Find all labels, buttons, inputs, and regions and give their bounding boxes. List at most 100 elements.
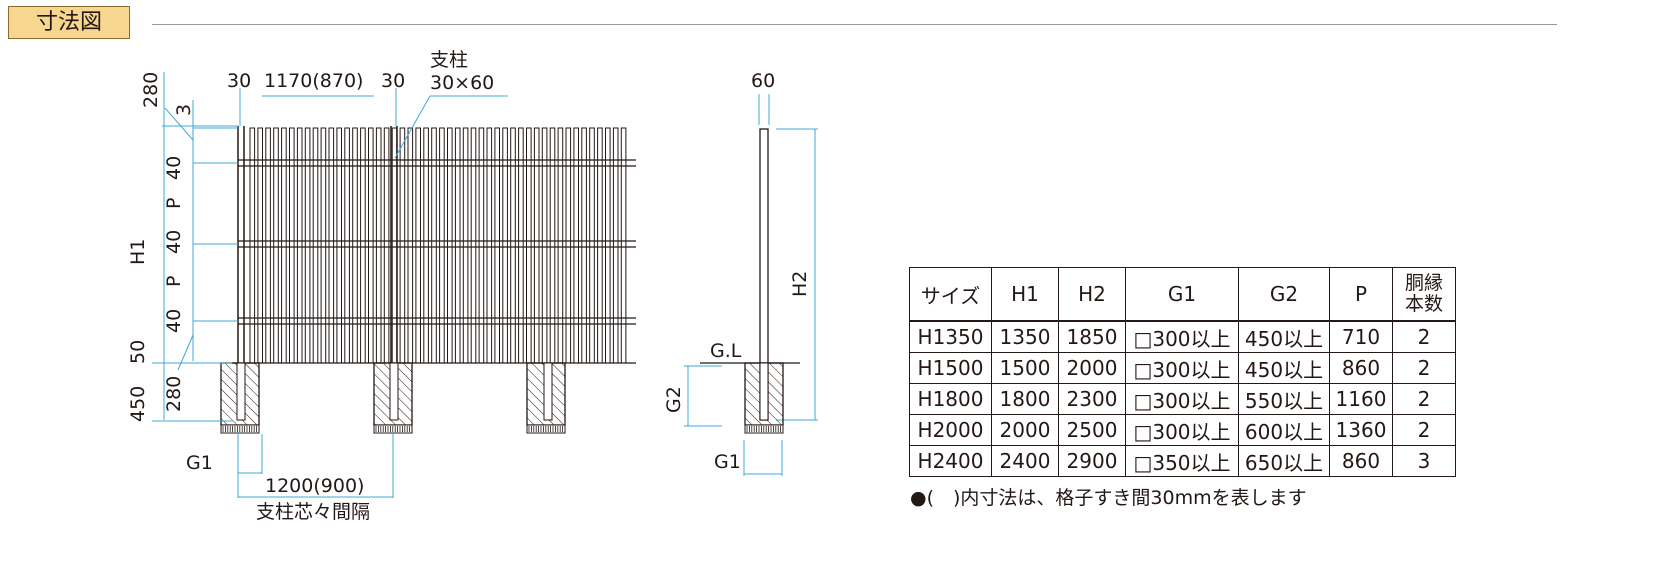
table-cell: H2400 bbox=[909, 445, 992, 477]
dim-panel-width: 1170(870) bbox=[264, 70, 363, 92]
foundations bbox=[220, 362, 566, 434]
fence-slat bbox=[541, 127, 548, 364]
table-cell: 2400 bbox=[991, 445, 1059, 477]
dim-pitch-1: P bbox=[163, 198, 185, 209]
dim-top-gap: 3 bbox=[173, 104, 195, 116]
dim-height-h2: H2 bbox=[789, 271, 811, 297]
fence-slat bbox=[454, 127, 461, 364]
fence-slat bbox=[383, 127, 390, 364]
table-cell: 2300 bbox=[1058, 383, 1126, 415]
foundation-block bbox=[373, 362, 413, 434]
dim-top-offset: 280 bbox=[140, 72, 162, 108]
table-cell: 1360 bbox=[1329, 414, 1393, 446]
table-cell: 1850 bbox=[1058, 320, 1126, 353]
fence-slat bbox=[352, 127, 358, 364]
fence-slat bbox=[273, 127, 279, 364]
fence-slat bbox=[344, 127, 350, 364]
table-cell: □300以上 bbox=[1125, 383, 1239, 415]
post-size: 30×60 bbox=[430, 72, 494, 94]
table-header-cell: H1 bbox=[991, 267, 1059, 322]
dim-post-right: 30 bbox=[381, 70, 405, 92]
fence-slat bbox=[510, 127, 516, 364]
dim-embed-depth: 280 bbox=[163, 376, 185, 412]
fence-slat bbox=[526, 127, 532, 364]
table-cell: 1160 bbox=[1329, 383, 1393, 415]
dim-depth-g2: G2 bbox=[663, 386, 685, 413]
table-cell: H2000 bbox=[909, 414, 992, 446]
dim-pitch-2: P bbox=[163, 276, 185, 287]
fence-slat bbox=[478, 127, 485, 364]
fence-slat bbox=[281, 127, 287, 364]
fence-slat bbox=[494, 127, 500, 364]
fence-slat bbox=[399, 127, 406, 364]
table-cell: 1350 bbox=[991, 320, 1059, 353]
fence-slat bbox=[533, 127, 540, 364]
table-cell: □300以上 bbox=[1125, 320, 1239, 353]
fence-slat bbox=[320, 127, 327, 364]
dim-rail-2: 40 bbox=[163, 230, 185, 254]
table-cell: 1800 bbox=[991, 383, 1059, 415]
table-cell: 2900 bbox=[1058, 445, 1126, 477]
foundation-block bbox=[220, 362, 260, 434]
table-header-cell: 胴縁 本数 bbox=[1392, 267, 1456, 322]
fence-slat bbox=[328, 127, 335, 364]
fence-slat bbox=[557, 127, 564, 364]
fence-slat bbox=[447, 127, 453, 364]
fence-slat bbox=[502, 127, 508, 364]
foundation-block bbox=[744, 362, 784, 434]
foundation-block bbox=[526, 362, 566, 434]
header-line-1: 胴縁 bbox=[1404, 272, 1443, 294]
dim-post-left: 30 bbox=[227, 70, 251, 92]
table-cell: 650以上 bbox=[1238, 445, 1330, 477]
fence-slat bbox=[581, 127, 587, 364]
table-cell: 2 bbox=[1392, 320, 1456, 353]
fence-slat bbox=[336, 127, 342, 364]
fence-slat bbox=[589, 127, 595, 364]
table-header-cell: G2 bbox=[1238, 267, 1330, 322]
fence-slat bbox=[431, 127, 437, 364]
table-cell: □300以上 bbox=[1125, 414, 1239, 446]
table-cell: □300以上 bbox=[1125, 352, 1239, 384]
table-cell: H1350 bbox=[909, 320, 992, 353]
table-header-cell: H2 bbox=[1058, 267, 1126, 322]
fence-slat bbox=[265, 127, 271, 364]
table-cell: H1800 bbox=[909, 383, 992, 415]
section-title: 寸法図 bbox=[8, 6, 130, 39]
fence-slat bbox=[375, 127, 382, 364]
table-cell: 710 bbox=[1329, 320, 1393, 353]
table-cell: 550以上 bbox=[1238, 383, 1330, 415]
header-rule bbox=[152, 24, 1557, 25]
fence-slat bbox=[304, 127, 311, 364]
fence-slat bbox=[573, 127, 580, 364]
table-header-cell: P bbox=[1329, 267, 1393, 322]
table-cell: 1500 bbox=[991, 352, 1059, 384]
dim-height-h1: H1 bbox=[127, 239, 149, 265]
table-cell: 860 bbox=[1329, 352, 1393, 384]
table-cell: 2000 bbox=[991, 414, 1059, 446]
dim-rail-1: 40 bbox=[163, 156, 185, 180]
dim-bottom-gap: 50 bbox=[127, 340, 149, 364]
fence-slat bbox=[612, 127, 619, 364]
footnote: ●( )内寸法は、格子すき間30mmを表します bbox=[910, 487, 1307, 509]
fence-slat bbox=[486, 127, 493, 364]
fence-slat bbox=[368, 127, 374, 364]
table-cell: H1500 bbox=[909, 352, 992, 384]
fence-slat bbox=[605, 127, 611, 364]
fence-slat bbox=[415, 127, 421, 364]
table-cell: 2 bbox=[1392, 352, 1456, 384]
dim-post-spacing: 1200(900) bbox=[265, 475, 364, 497]
dim-foundation-g1: G1 bbox=[186, 452, 213, 474]
fence-slat bbox=[249, 127, 256, 364]
table-header-row: サイズ H1 H2 G1 G2 P 胴縁 本数 bbox=[909, 267, 1456, 322]
table-cell: 860 bbox=[1329, 445, 1393, 477]
fence-slat bbox=[257, 127, 263, 364]
dim-side-g1: G1 bbox=[714, 451, 741, 473]
table-cell: 2 bbox=[1392, 383, 1456, 415]
dim-rail-3: 40 bbox=[163, 309, 185, 333]
